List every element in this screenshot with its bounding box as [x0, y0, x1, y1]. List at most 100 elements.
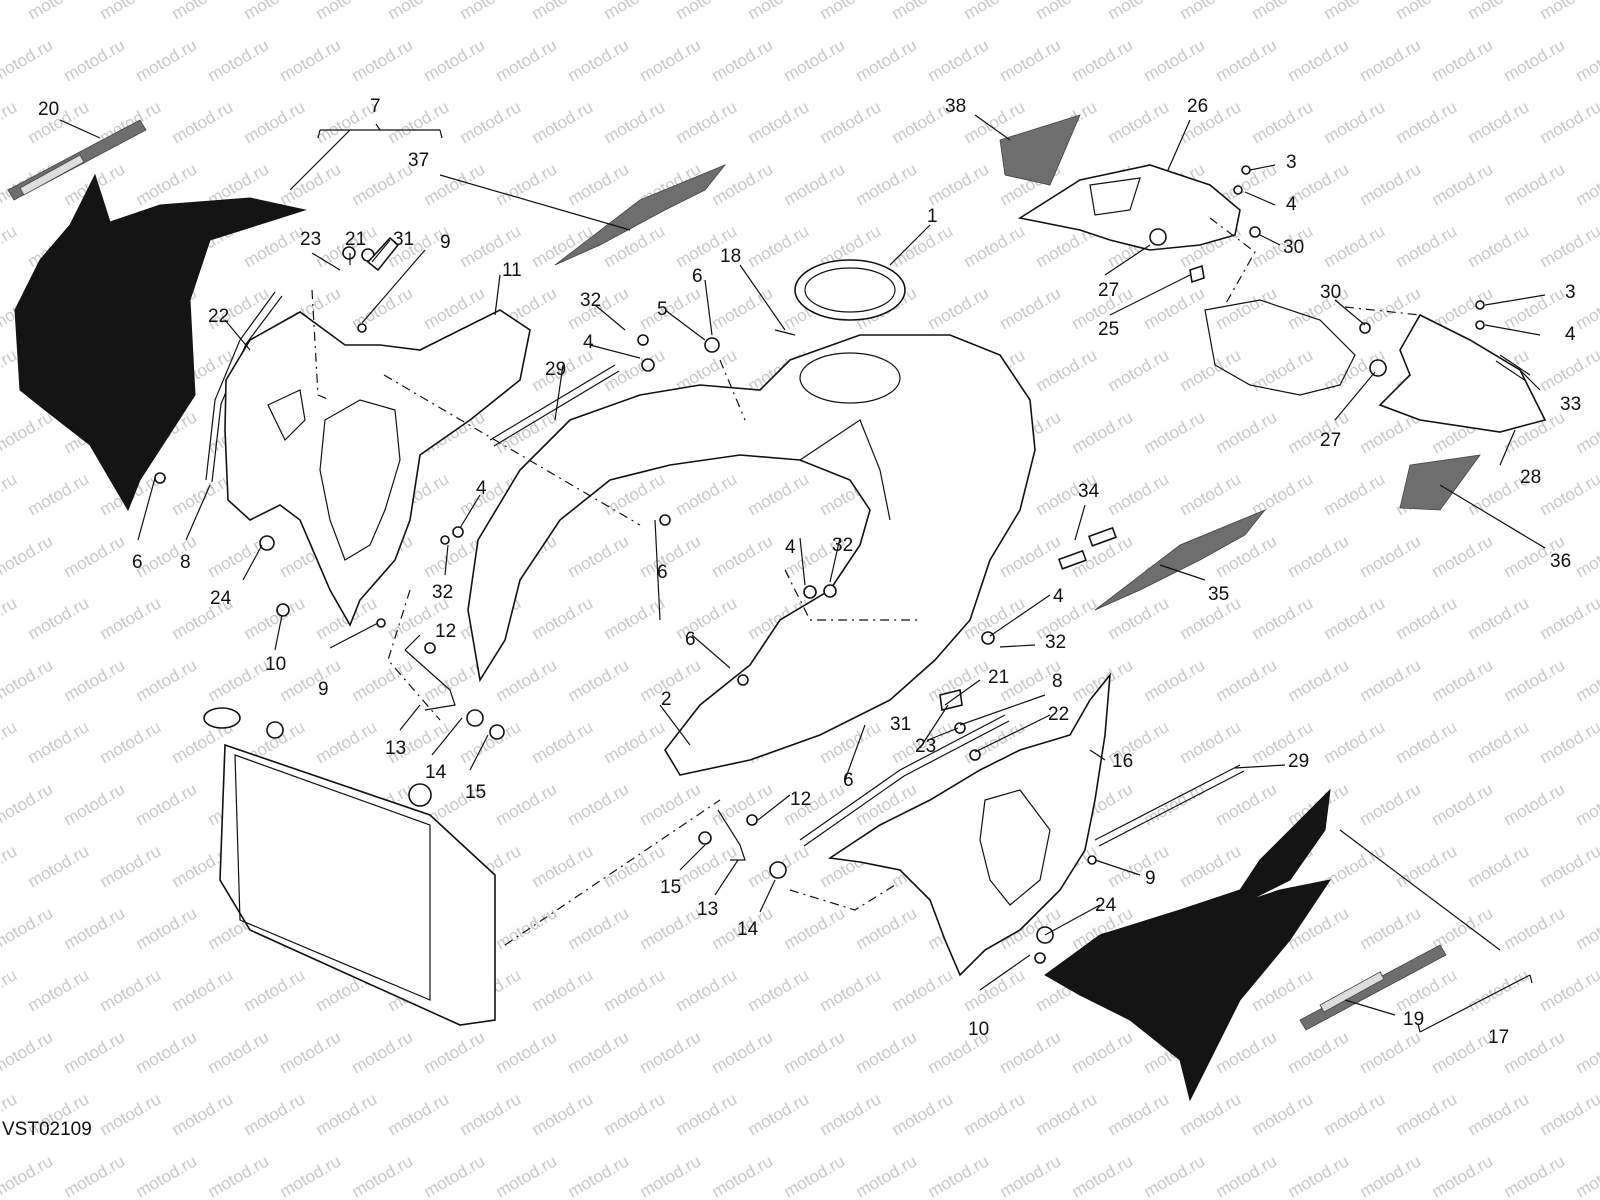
callout-11: 11 [502, 260, 522, 281]
part-stickers-34 [1057, 526, 1117, 570]
watermark-text: motod.ru [205, 655, 273, 705]
watermark-text: motod.ru [349, 35, 417, 85]
part-graphic-decal-35 [1094, 509, 1267, 611]
watermark-text: motod.ru [61, 903, 129, 953]
watermark-text: motod.ru [673, 0, 741, 23]
watermark-text: motod.ru [1537, 97, 1600, 147]
watermark-text: motod.ru [1501, 159, 1569, 209]
watermark-text: motod.ru [1537, 1089, 1600, 1139]
callout-30: 30 [1320, 282, 1341, 303]
watermark-text: motod.ru [961, 965, 1029, 1015]
watermark-text: motod.ru [709, 159, 777, 209]
callout-26: 26 [1187, 96, 1208, 117]
watermark-text: motod.ru [349, 159, 417, 209]
watermark-text: motod.ru [1141, 1151, 1209, 1200]
callout-4: 4 [1286, 194, 1297, 215]
watermark-text: motod.ru [961, 221, 1029, 271]
watermark-text: motod.ru [1429, 1027, 1497, 1077]
watermark-text: motod.ru [889, 1089, 957, 1139]
watermark-text: motod.ru [781, 903, 849, 953]
callout-30: 30 [1283, 237, 1304, 258]
callout-27: 27 [1098, 280, 1119, 301]
watermark-text: motod.ru [673, 965, 741, 1015]
watermark-text: motod.ru [1573, 1027, 1600, 1077]
watermark-text: motod.ru [1357, 159, 1425, 209]
watermark-text: motod.ru [241, 965, 309, 1015]
watermark-text: motod.ru [1213, 655, 1281, 705]
watermark-text: motod.ru [1429, 159, 1497, 209]
part-clip-18 [774, 329, 796, 336]
watermark-text: motod.ru [565, 159, 633, 209]
watermark-text: motod.ru [0, 407, 56, 457]
callout-20: 20 [38, 99, 59, 120]
watermark-text: motod.ru [0, 531, 56, 581]
watermark-text: motod.ru [0, 593, 20, 643]
watermark-text: motod.ru [1537, 345, 1600, 395]
watermark-text: motod.ru [781, 35, 849, 85]
watermark-text: motod.ru [1321, 221, 1389, 271]
watermark-text: motod.ru [1393, 593, 1461, 643]
callout-16: 16 [1112, 751, 1133, 772]
watermark-text: motod.ru [673, 841, 741, 891]
watermark-text: motod.ru [961, 0, 1029, 23]
callout-8: 8 [180, 552, 191, 573]
watermark-text: motod.ru [1285, 655, 1353, 705]
callout-17: 17 [1488, 1027, 1509, 1048]
watermark-text: motod.ru [1465, 1089, 1533, 1139]
watermark-text: motod.ru [1501, 35, 1569, 85]
watermark-text: motod.ru [0, 841, 20, 891]
watermark-text: motod.ru [1537, 593, 1600, 643]
watermark-text: motod.ru [1501, 903, 1569, 953]
watermark-text: motod.ru [529, 717, 597, 767]
watermark-text: motod.ru [61, 1027, 129, 1077]
watermark-text: motod.ru [997, 1151, 1065, 1200]
callout-6: 6 [692, 266, 703, 287]
watermark-text: motod.ru [0, 0, 20, 23]
watermark-text: motod.ru [241, 97, 309, 147]
watermark-text: motod.ru [1069, 1151, 1137, 1200]
watermark-text: motod.ru [1213, 779, 1281, 829]
callout-10: 10 [265, 654, 286, 675]
watermark-text: motod.ru [313, 1089, 381, 1139]
callout-28: 28 [1520, 467, 1541, 488]
watermark-text: motod.ru [97, 841, 165, 891]
watermark-text: motod.ru [1285, 1151, 1353, 1200]
callout-35: 35 [1208, 584, 1229, 605]
watermark-text: motod.ru [1249, 593, 1317, 643]
watermark-text: motod.ru [601, 841, 669, 891]
watermark-text: motod.ru [817, 97, 885, 147]
watermark-text: motod.ru [1141, 35, 1209, 85]
watermark-text: motod.ru [97, 0, 165, 23]
watermark-text: motod.ru [133, 35, 201, 85]
watermark-text: motod.ru [781, 159, 849, 209]
part-radiator [203, 707, 496, 1026]
watermark-text: motod.ru [61, 35, 129, 85]
watermark-text: motod.ru [169, 97, 237, 147]
watermark-text: motod.ru [853, 1151, 921, 1200]
watermark-text: motod.ru [673, 97, 741, 147]
watermark-text: motod.ru [1033, 345, 1101, 395]
watermark-text: motod.ru [1177, 0, 1245, 23]
watermark-text: motod.ru [1141, 655, 1209, 705]
watermark-text: motod.ru [133, 655, 201, 705]
callout-15: 15 [465, 782, 486, 803]
callout-6: 6 [685, 629, 696, 650]
watermark-text: motod.ru [133, 779, 201, 829]
watermark-text: motod.ru [241, 221, 309, 271]
watermark-text: motod.ru [673, 1089, 741, 1139]
watermark-text: motod.ru [1501, 283, 1569, 333]
watermark-text: motod.ru [1573, 655, 1600, 705]
part-side-panel-right-17 [1044, 788, 1332, 1102]
watermark-text: motod.ru [0, 903, 56, 953]
watermark-text: motod.ru [853, 903, 921, 953]
watermark-text: motod.ru [97, 593, 165, 643]
watermark-text: motod.ru [385, 97, 453, 147]
part-trim-strip-8-right [799, 714, 1010, 847]
part-side-panel-left-7 [14, 173, 307, 512]
watermark-text: motod.ru [781, 1151, 849, 1200]
watermark-text: motod.ru [709, 283, 777, 333]
watermark-text: motod.ru [1321, 469, 1389, 519]
callout-23: 23 [300, 229, 321, 250]
callout-layer: 20 7 37 23 21 31 9 11 22 29 32 4 5 6 18 … [38, 96, 1581, 1048]
callout-1: 1 [927, 206, 938, 227]
